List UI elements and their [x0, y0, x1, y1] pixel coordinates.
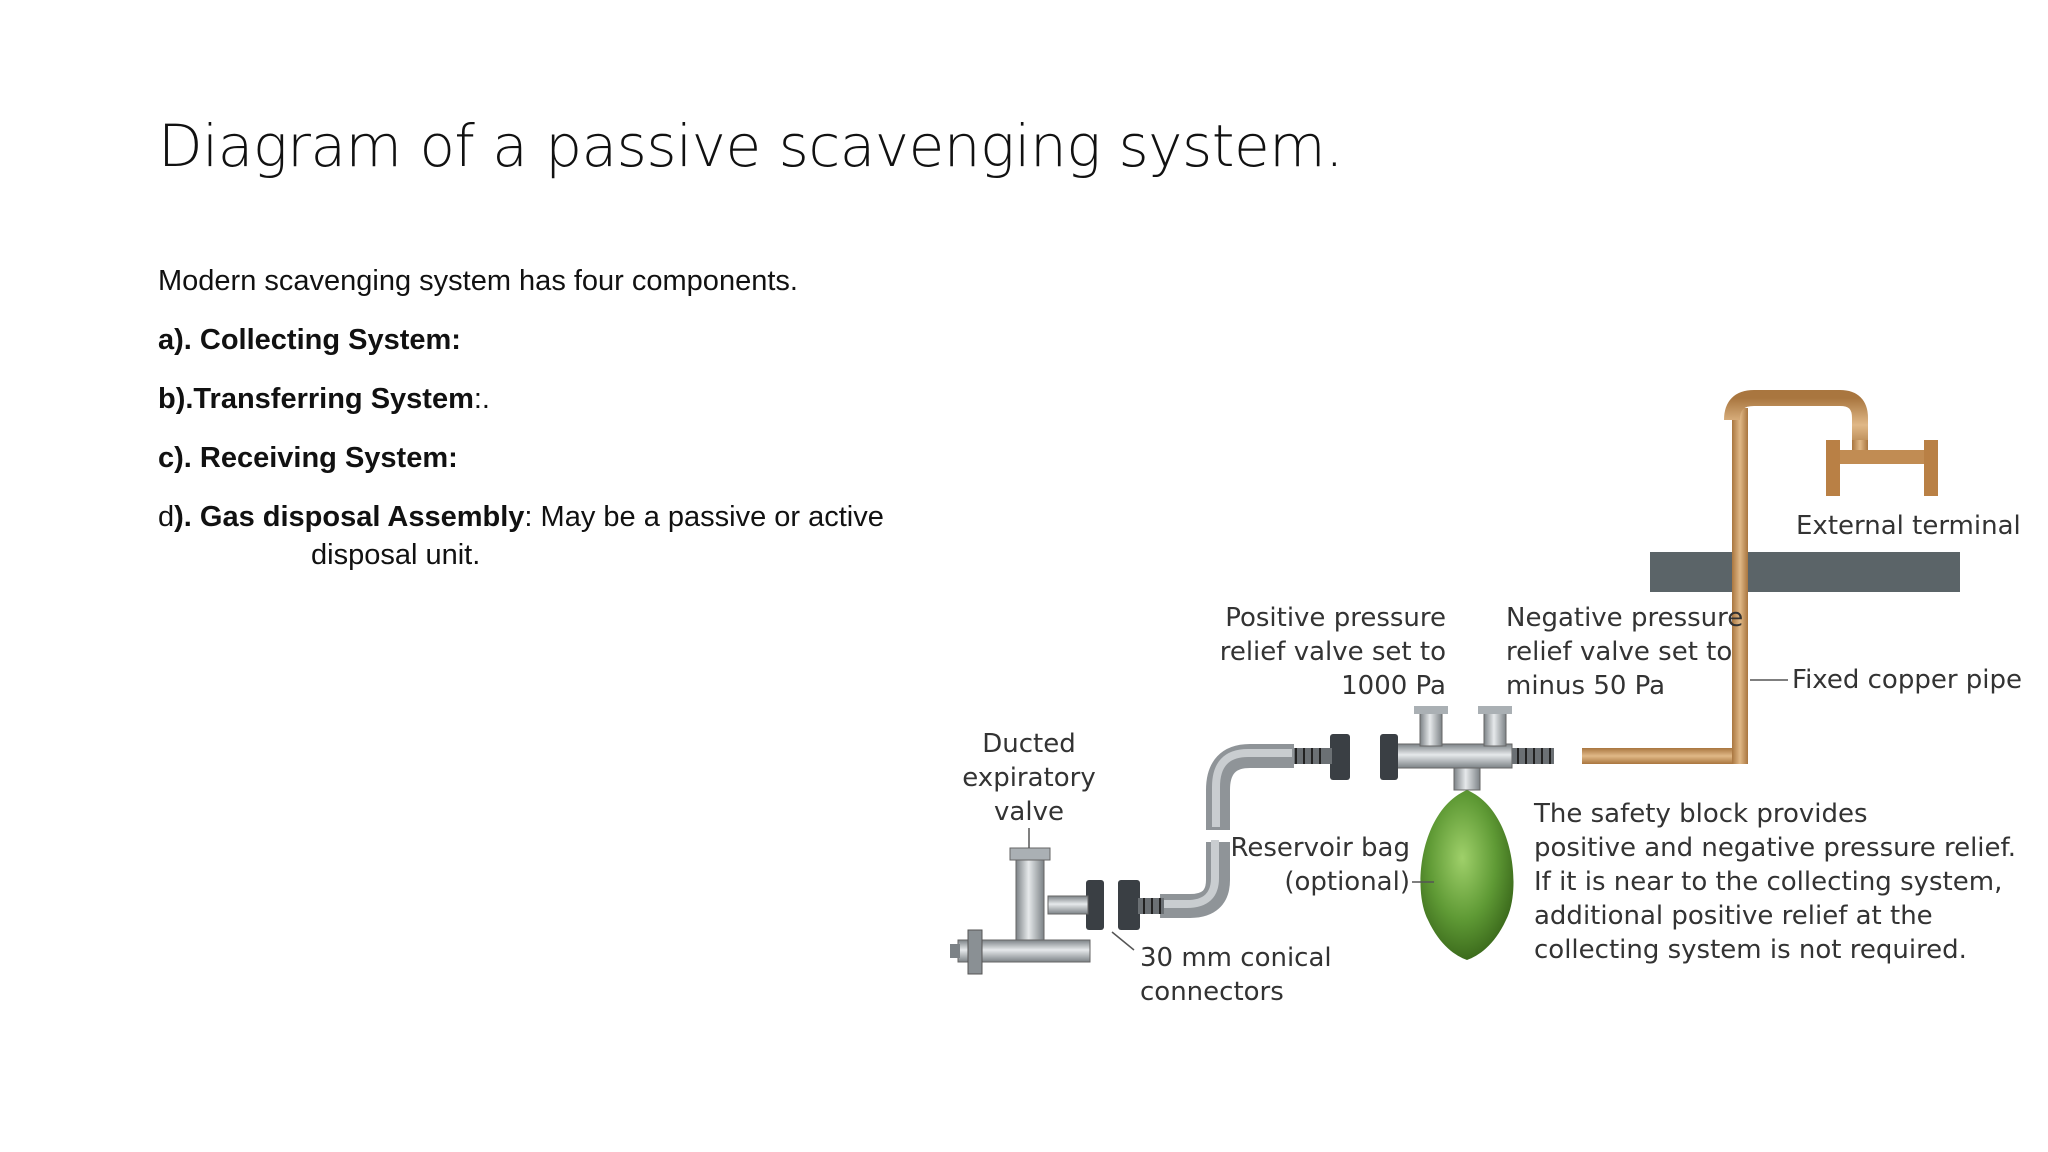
label-line: If it is near to the collecting system,: [1534, 867, 2002, 897]
safety-block: [1380, 706, 1554, 791]
intro-text: Modern scavenging system has four compon…: [158, 265, 798, 297]
label-positive-valve: Positive pressure relief valve set to 10…: [1220, 603, 1446, 701]
label-line: 1000 Pa: [1341, 671, 1446, 701]
label-line: additional positive relief at the: [1534, 901, 1933, 931]
item-suffix: : May be a passive or active: [524, 501, 884, 533]
label-safety-block: The safety block provides positive and n…: [1533, 799, 2016, 965]
label-negative-valve: Negative pressure relief valve set to mi…: [1506, 603, 1743, 701]
expiratory-valve: [950, 847, 1091, 975]
list-item: c). Receiving System:: [158, 439, 958, 477]
slide-body: Modern scavenging system has four compon…: [158, 262, 958, 595]
list-item: d). Gas disposal Assembly: May be a pass…: [158, 498, 958, 574]
label-copper-pipe: Fixed copper pipe: [1792, 665, 2022, 695]
label-line: relief valve set to: [1220, 637, 1446, 667]
conical-connector-lower: [1086, 880, 1164, 930]
item-label: ). Gas disposal Assembly: [174, 501, 525, 533]
external-terminal: [1826, 440, 1938, 496]
label-line: Positive pressure: [1225, 603, 1446, 633]
item-label: a). Collecting System:: [158, 324, 461, 356]
label-line: valve: [994, 797, 1064, 827]
label-line: The safety block provides: [1533, 799, 1868, 829]
label-line: minus 50 Pa: [1506, 671, 1665, 701]
list-item: b).Transferring System:.: [158, 380, 958, 418]
label-line: 30 mm conical: [1140, 943, 1332, 973]
label-line: Reservoir bag: [1230, 833, 1410, 863]
conical-connector-upper: [1290, 734, 1350, 780]
label-reservoir: Reservoir bag (optional): [1230, 833, 1410, 897]
label-line: (optional): [1284, 867, 1410, 897]
label-line: expiratory: [962, 763, 1095, 793]
label-line: Negative pressure: [1506, 603, 1743, 633]
list-item: a). Collecting System:: [158, 321, 958, 359]
item-label: c). Receiving System:: [158, 442, 458, 474]
item-prefix: d: [158, 501, 175, 533]
label-line: Ducted: [982, 729, 1076, 759]
copper-pipe: [1582, 390, 1868, 764]
label-ducted-valve: Ducted expiratory valve: [962, 729, 1095, 827]
label-line: connectors: [1140, 977, 1284, 1007]
item-label: b).Transferring System: [158, 383, 474, 415]
external-wall: [1650, 552, 1960, 592]
label-line: collecting system is not required.: [1534, 935, 1967, 965]
item-continuation: disposal unit.: [311, 539, 481, 571]
label-external-terminal: External terminal: [1796, 511, 2021, 541]
label-line: positive and negative pressure relief.: [1534, 833, 2016, 863]
label-line: relief valve set to: [1506, 637, 1732, 667]
reservoir-bag: [1420, 790, 1514, 960]
transfer-hose: [1206, 744, 1294, 830]
slide-title: Diagram of a passive scavenging system.: [158, 112, 1344, 180]
label-connectors: 30 mm conical connectors: [1140, 943, 1332, 1007]
item-suffix: :.: [473, 383, 490, 415]
